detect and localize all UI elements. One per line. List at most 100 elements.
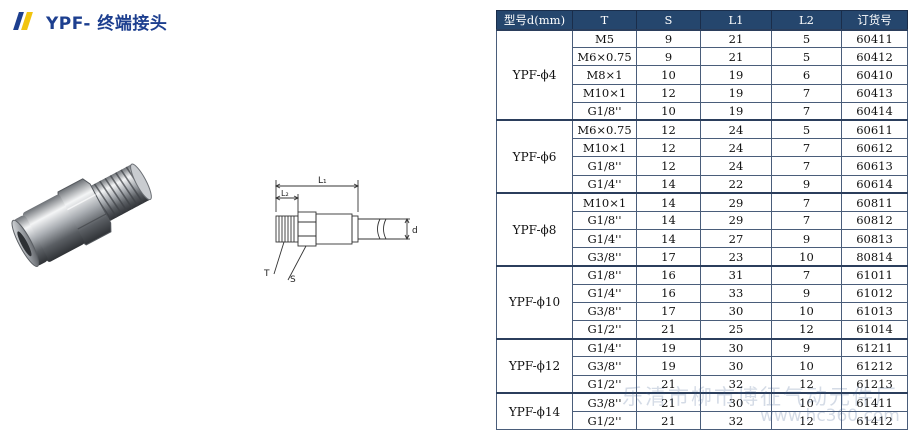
table-cell: 19 (636, 337, 701, 358)
table-cell: 10 (771, 247, 842, 267)
table-cell: 22 (700, 174, 772, 194)
model-cell: YPF-ϕ6 (496, 119, 573, 194)
table-cell: 27 (700, 229, 772, 249)
table-cell: 21 (700, 28, 772, 49)
table-cell: 21 (700, 47, 772, 67)
table-cell: 60414 (841, 101, 908, 121)
table-cell: 9 (771, 337, 842, 358)
label-d: d (412, 226, 418, 236)
table-cell: 61014 (841, 319, 908, 340)
table-cell: G1/4'' (572, 174, 637, 194)
column-header: L2 (771, 10, 842, 30)
table-cell: 9 (771, 283, 842, 303)
table-cell: 24 (700, 156, 772, 176)
column-header: 型号d(mm) (496, 10, 573, 30)
table-cell: 61212 (841, 356, 908, 376)
table-cell: 24 (700, 119, 772, 140)
table-cell: 12 (771, 410, 842, 431)
table-cell: 19 (700, 83, 772, 103)
model-cell: YPF-ϕ14 (496, 392, 573, 431)
label-T: T (263, 269, 270, 279)
column-header: T (572, 10, 637, 30)
table-cell: G3/8'' (572, 247, 637, 267)
table-cell: 29 (700, 192, 772, 212)
fitting-photo (11, 163, 152, 267)
table-cell: 60611 (841, 119, 908, 140)
table-cell: 5 (771, 28, 842, 49)
table-cell: 32 (700, 410, 772, 431)
table-cell: G3/8'' (572, 392, 637, 412)
table-cell: 61211 (841, 337, 908, 358)
double-slash-logo-icon (14, 12, 36, 30)
table-cell: 9 (771, 229, 842, 249)
table-cell: 12 (771, 374, 842, 394)
table-cell: G1/8'' (572, 101, 637, 121)
table-cell: 7 (771, 101, 842, 121)
table-cell: 24 (700, 138, 772, 158)
table-cell: G1/8'' (572, 156, 637, 176)
table-cell: 21 (636, 319, 701, 340)
table-cell: 25 (700, 319, 772, 340)
table-cell: 10 (636, 65, 701, 85)
table-cell: 14 (636, 210, 701, 231)
table-cell: 9 (636, 28, 701, 49)
table-cell: 21 (636, 392, 701, 412)
table-cell: 5 (771, 119, 842, 140)
dimension-drawing: L₁ L₂ T S d (263, 176, 418, 285)
table-cell: 10 (771, 356, 842, 376)
table-cell: G1/8'' (572, 264, 637, 285)
table-cell: 60411 (841, 28, 908, 49)
table-cell: 7 (771, 210, 842, 231)
table-cell: M10×1 (572, 192, 637, 212)
model-cell: YPF-ϕ12 (496, 337, 573, 394)
table-cell: 7 (771, 83, 842, 103)
table-cell: 17 (636, 301, 701, 322)
table-cell: 60613 (841, 156, 908, 176)
model-cell: YPF-ϕ4 (496, 28, 573, 121)
table-cell: 21 (636, 410, 701, 431)
table-cell: 29 (700, 210, 772, 231)
table-cell: 12 (636, 83, 701, 103)
table-cell: 7 (771, 156, 842, 176)
table-cell: 16 (636, 283, 701, 303)
table-cell: G1/2'' (572, 374, 637, 394)
table-cell: 30 (700, 301, 772, 322)
table-cell: 61213 (841, 374, 908, 394)
table-cell: 60614 (841, 174, 908, 194)
table-cell: 19 (700, 65, 772, 85)
table-cell: G1/2'' (572, 410, 637, 431)
table-cell: M6×0.75 (572, 47, 637, 67)
table-cell: 19 (636, 356, 701, 376)
table-cell: 61012 (841, 283, 908, 303)
table-cell: 12 (636, 119, 701, 140)
table-cell: 7 (771, 138, 842, 158)
table-cell: 16 (636, 264, 701, 285)
table-cell: 10 (636, 101, 701, 121)
table-cell: 31 (700, 264, 772, 285)
table-cell: 9 (636, 47, 701, 67)
table-cell: M5 (572, 28, 637, 49)
table-cell: M8×1 (572, 65, 637, 85)
page-title: YPF- 终端接头 (46, 13, 168, 34)
table-cell: 14 (636, 174, 701, 194)
table-cell: 61011 (841, 264, 908, 285)
table-cell: M6×0.75 (572, 119, 637, 140)
table-cell: 33 (700, 283, 772, 303)
table-cell: 19 (700, 101, 772, 121)
table-cell: 30 (700, 337, 772, 358)
model-cell: YPF-ϕ8 (496, 192, 573, 267)
table-cell: G1/4'' (572, 337, 637, 358)
